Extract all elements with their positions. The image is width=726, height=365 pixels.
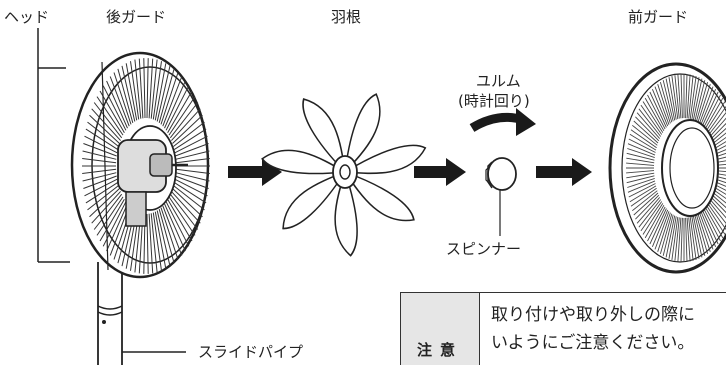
caution-badge-text: 注意 <box>416 341 463 359</box>
blade-petal <box>342 144 427 175</box>
blade-illustration <box>261 93 427 257</box>
caution-badge: 注意 <box>401 293 480 365</box>
rear-guard-label: 後ガード <box>106 8 167 26</box>
blade-petal <box>343 170 415 222</box>
blade-petal <box>343 93 381 175</box>
head-bracket <box>37 28 70 263</box>
arrow-3 <box>536 158 592 186</box>
nut-label: ユルム <box>476 72 521 90</box>
arrow-2 <box>414 158 466 186</box>
spinner-label: スピンナー <box>446 240 522 258</box>
rear-guard-illustration <box>70 51 210 279</box>
front-guard-illustration <box>608 62 726 274</box>
caution-line-1: 取り付けや取り外しの際に <box>491 305 695 325</box>
blade-petal <box>282 170 347 230</box>
blade-petal <box>334 169 358 257</box>
caution-message: 取り付けや取り外しの際に いようにご注意ください。 <box>491 301 695 357</box>
head-label: ヘッド <box>4 8 50 26</box>
caution-box: 注意 取り付けや取り外しの際に いようにご注意ください。 <box>400 292 726 365</box>
slide-pipe-label: スライドパイプ <box>198 343 304 361</box>
blade-petal <box>261 149 348 175</box>
front-guard-label: 前ガード <box>628 8 689 26</box>
spinner-illustration <box>485 157 517 236</box>
stand-pole <box>97 262 186 365</box>
nut-direction-label: (時計回り) <box>458 92 530 110</box>
caution-line-2: いようにご注意ください。 <box>491 333 695 353</box>
blade-label: 羽根 <box>331 8 362 26</box>
blade-petal <box>302 98 347 175</box>
